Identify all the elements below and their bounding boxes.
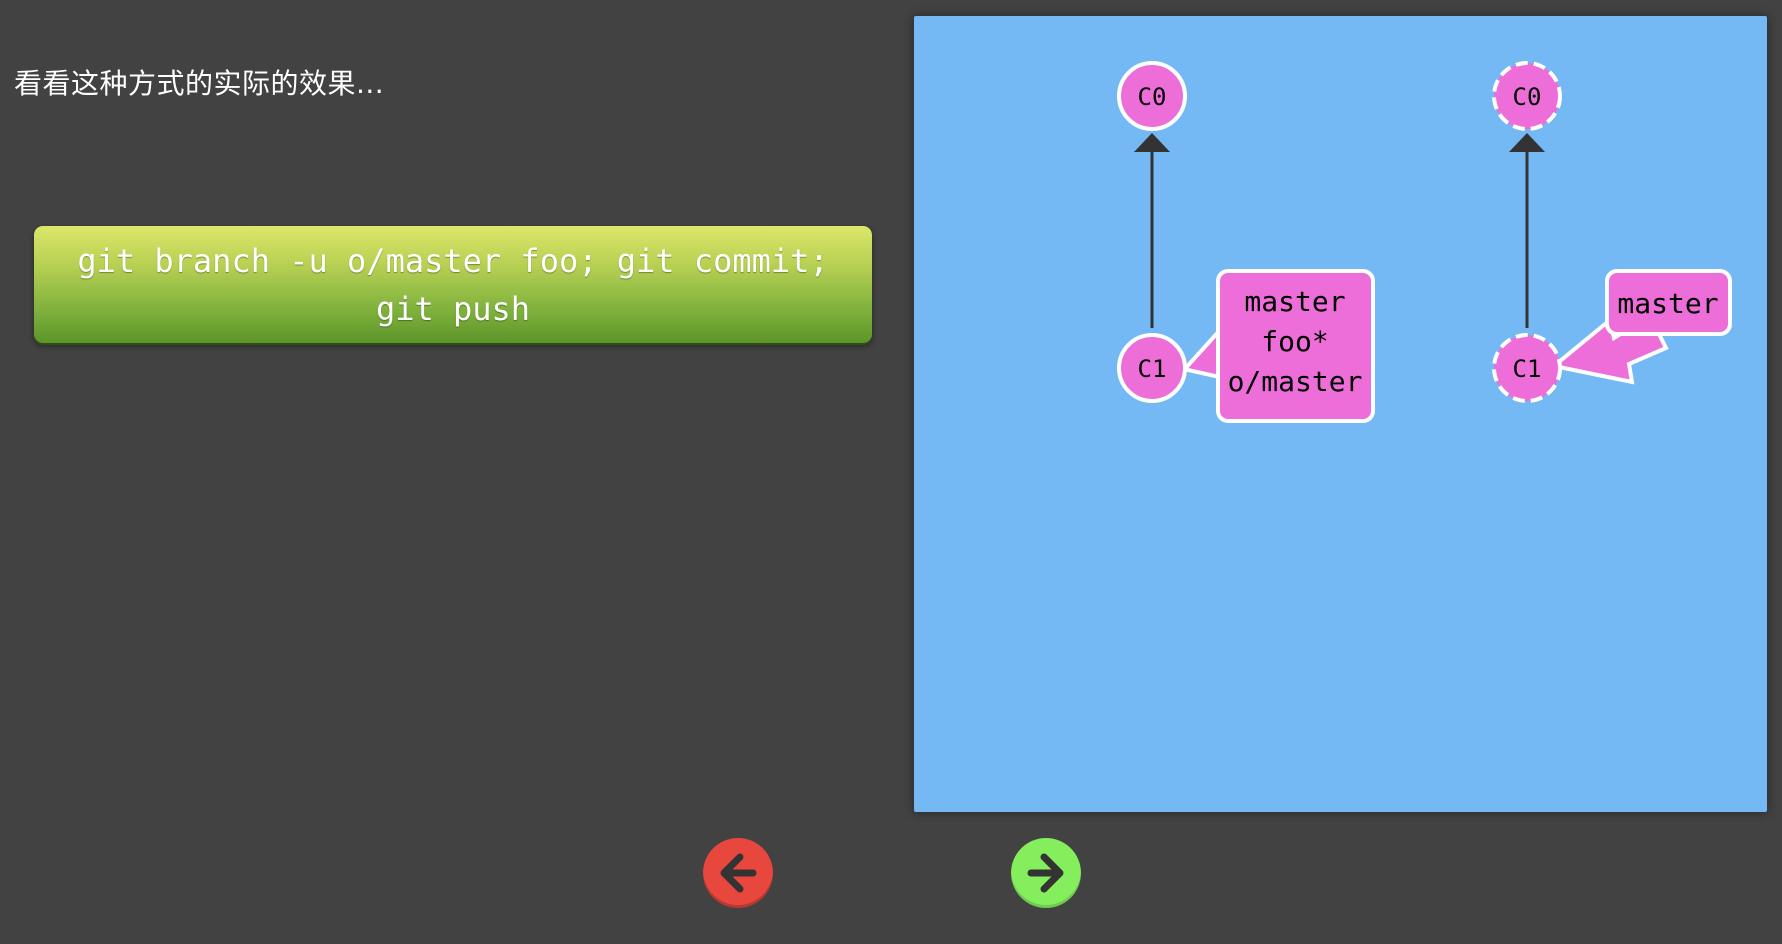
git-graph-svg: master foo* o/master master C0 C1 C0 C1 [1117,61,1732,423]
command-box[interactable]: git branch -u o/master foo; git commit; … [34,226,872,343]
local-branch-o-master: o/master [1228,365,1363,398]
dialog-intro-text: 看看这种方式的实际的效果... [14,67,385,100]
command-line-1: git branch -u o/master foo; git commit; [77,241,829,280]
local-commit-c1-label: C1 [1138,355,1167,383]
local-commit-c1[interactable] [1117,333,1187,403]
arrow-right-icon [1027,853,1064,893]
remote-branch-master: master [1617,287,1718,320]
remote-commit-c0[interactable] [1492,61,1562,131]
next-button[interactable] [1011,838,1081,908]
command-text: git branch -u o/master foo; git commit; … [63,237,843,333]
remote-commit-c1-label: C1 [1513,355,1542,383]
previous-button[interactable] [703,838,773,908]
command-line-2: git push [375,289,531,328]
remote-commit-c1[interactable] [1492,333,1562,403]
local-branch-foo: foo* [1261,325,1328,358]
remote-branch-label[interactable] [1605,269,1732,336]
remote-edge-arrowhead [1509,133,1545,152]
arrow-left-icon [720,853,757,893]
local-commit-c0[interactable] [1117,61,1187,131]
local-branch-master: master [1244,285,1345,318]
local-commit-c0-label: C0 [1138,83,1167,111]
local-branch-label[interactable] [1216,269,1375,423]
local-edge-arrowhead [1134,133,1170,152]
remote-commit-c0-label: C0 [1513,83,1542,111]
git-visualization-panel: master foo* o/master master C0 C1 C0 C1 [914,16,1767,812]
